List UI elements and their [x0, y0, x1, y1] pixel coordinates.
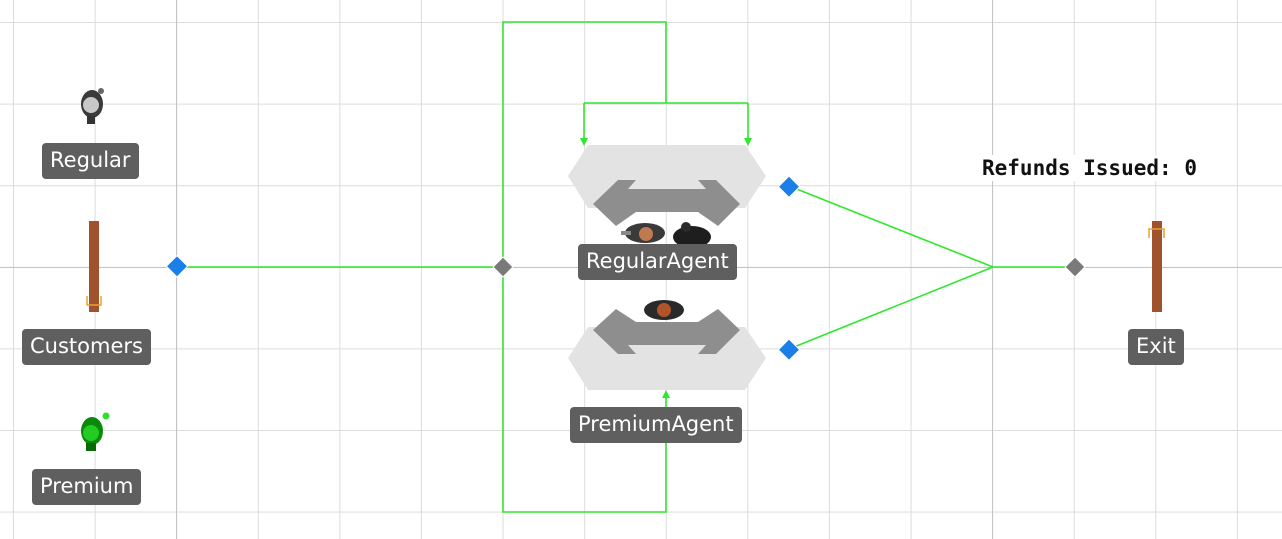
regular-customer-icon [81, 88, 104, 124]
customers-label[interactable]: Customers [22, 329, 151, 366]
premium-agent-label[interactable]: PremiumAgent [570, 407, 742, 444]
premium-agent-block [568, 309, 766, 390]
regular-agent-block [568, 145, 766, 226]
premium-label: Premium [32, 469, 142, 506]
agent-icon [673, 222, 711, 248]
exit-sink-bar [1152, 221, 1162, 312]
refunds-issued-counter: Refunds Issued: 0 [978, 155, 1201, 181]
port-icon [165, 254, 189, 278]
connector-line [788, 266, 994, 350]
source-bracket-icon [86, 296, 102, 306]
port-icon [777, 175, 801, 199]
regular-agent-label[interactable]: RegularAgent [578, 244, 737, 281]
junction-icon [1064, 256, 1086, 278]
connector-line [502, 21, 667, 267]
junction-icon [492, 256, 514, 278]
connector-line [502, 267, 670, 513]
connector-line [788, 185, 994, 268]
customers-source-bar [89, 221, 99, 312]
agent-icon [621, 223, 665, 243]
exit-label[interactable]: Exit [1128, 329, 1184, 366]
port-icon [777, 338, 801, 362]
regular-label: Regular [42, 143, 139, 180]
refunds-issued-label: Refunds Issued: [982, 156, 1172, 180]
refunds-issued-value: 0 [1184, 156, 1197, 180]
premium-customer-icon [81, 412, 110, 451]
sink-bracket-icon [1148, 228, 1165, 238]
agent-icon [644, 300, 684, 320]
grid-line [992, 0, 993, 539]
